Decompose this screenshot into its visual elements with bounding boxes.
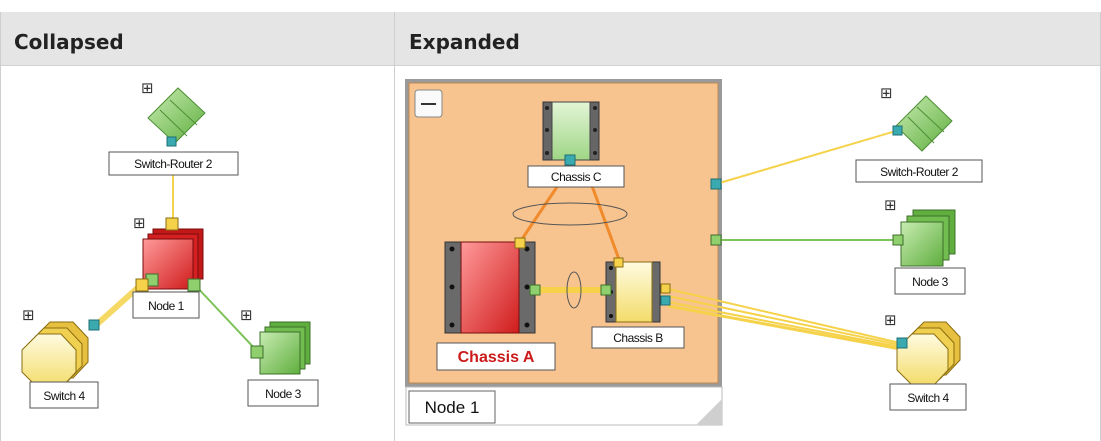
switch-4-icon-expanded[interactable] xyxy=(896,321,961,386)
chassis-a-label: Chassis A xyxy=(458,349,535,366)
link-chassisC-chassisB xyxy=(586,174,622,263)
link-chassisB-switch4-a xyxy=(667,288,901,344)
expand-plus-icon[interactable]: ⊞ xyxy=(884,311,897,329)
switch-4-label: Switch 4 xyxy=(43,389,85,403)
node-1-label-box xyxy=(408,390,496,424)
node-3-label-expanded: Node 3 xyxy=(912,275,949,289)
switch-router-2-label-box xyxy=(108,151,239,176)
switch-4-label-expanded: Switch 4 xyxy=(907,391,949,405)
aggregation-ellipse-top xyxy=(512,202,628,226)
expanded-diagram: Node 1 Chassis C xyxy=(405,79,983,426)
switch-router-2-icon-expanded[interactable] xyxy=(892,95,953,152)
node-1-label: Node 1 xyxy=(148,299,185,313)
aggregation-ellipse-mid xyxy=(566,271,582,309)
collapsed-diagram: ⊞ Switch-Router 2 ⊞ Node 1 ⊞ xyxy=(21,79,319,409)
node-1-icon[interactable] xyxy=(135,217,204,292)
chassis-b-label-box xyxy=(591,326,685,349)
expand-plus-icon[interactable]: ⊞ xyxy=(22,306,35,324)
header-collapsed: Collapsed xyxy=(0,12,394,66)
container-port-router xyxy=(710,178,722,190)
header-expanded-label: Expanded xyxy=(409,30,520,54)
link-node1-node3 xyxy=(193,283,258,352)
switch-router-2-icon[interactable] xyxy=(147,87,206,147)
container-port-node3 xyxy=(710,234,722,246)
chassis-a-label-box xyxy=(436,342,556,371)
node-3-label-box-expanded xyxy=(894,267,966,295)
expand-plus-icon[interactable]: ⊞ xyxy=(240,306,253,324)
link-node1-router xyxy=(715,130,897,185)
chassis-c-label: Chassis C xyxy=(551,170,602,184)
expand-plus-icon[interactable]: ⊞ xyxy=(880,84,893,102)
switch-4-label-box-expanded xyxy=(889,383,967,411)
node-3-icon-expanded[interactable] xyxy=(892,209,956,267)
header-collapsed-label: Collapsed xyxy=(14,30,124,54)
link-chassisB-switch4-c xyxy=(667,301,901,348)
chassis-b-label: Chassis B xyxy=(613,331,663,345)
switch-router-2-label-box-expanded xyxy=(855,159,983,183)
switch-router-2-label-expanded: Switch-Router 2 xyxy=(880,165,959,179)
column-divider xyxy=(394,12,395,441)
node-1-label-expanded: Node 1 xyxy=(425,398,480,417)
chassis-c-icon[interactable] xyxy=(542,101,600,166)
chassis-b-icon[interactable] xyxy=(600,257,671,323)
resize-handle[interactable] xyxy=(696,399,722,425)
switch-4-label-box xyxy=(29,381,99,409)
expand-plus-icon[interactable]: ⊞ xyxy=(133,214,146,232)
link-chassisB-switch4-b xyxy=(667,295,901,346)
chassis-c-label-box xyxy=(527,165,625,188)
node-3-icon[interactable] xyxy=(250,321,311,375)
expand-plus-icon[interactable]: ⊞ xyxy=(141,79,154,97)
table-left-border xyxy=(0,12,1,441)
chassis-a-icon[interactable] xyxy=(444,237,541,334)
switch-router-2-label: Switch-Router 2 xyxy=(134,157,213,171)
node-3-label: Node 3 xyxy=(265,387,302,401)
link-chassisB-switch4-d xyxy=(667,304,901,351)
header-expanded: Expanded xyxy=(395,12,1101,66)
link-node1-switch4 xyxy=(93,281,144,329)
node-1-label-box xyxy=(132,291,200,319)
node-3-label-box xyxy=(247,379,319,407)
expand-plus-icon[interactable]: ⊞ xyxy=(884,196,897,214)
switch-4-icon[interactable] xyxy=(21,319,100,389)
